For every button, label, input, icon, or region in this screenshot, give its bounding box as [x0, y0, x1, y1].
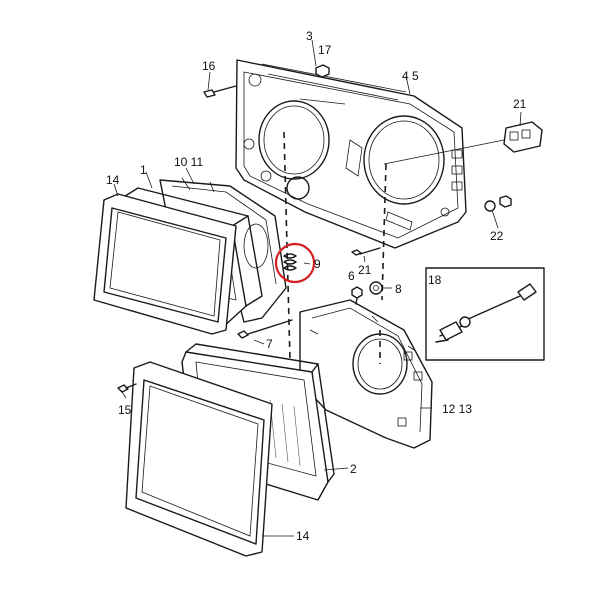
inset-box-18 — [425, 267, 545, 361]
screw-6 — [351, 286, 363, 305]
callout-14-upper: 14 — [106, 173, 120, 187]
grommet-8 — [369, 281, 383, 295]
callout-16: 16 — [202, 59, 216, 73]
callout-3: 3 — [306, 29, 313, 43]
headlamp-housing-lower — [299, 299, 433, 449]
headlamp-frame-upper — [93, 193, 237, 335]
leader-lines — [113, 39, 522, 537]
callout-14-lower: 14 — [296, 529, 310, 543]
headlamp-frame-lower — [125, 361, 273, 557]
screw-21-center — [351, 247, 381, 256]
callout-2: 2 — [350, 462, 357, 476]
callout-6: 6 — [348, 269, 355, 283]
highlight-circle — [274, 242, 316, 284]
nuts-22 — [484, 195, 512, 212]
nut-17 — [315, 64, 330, 78]
callout-4-5: 4 5 — [402, 69, 419, 83]
spring-9 — [283, 253, 297, 271]
callout-12-13: 12 13 — [442, 402, 472, 416]
callout-18: 18 — [428, 273, 442, 287]
bolt-7 — [237, 319, 293, 339]
callout-1: 1 — [140, 163, 147, 177]
callout-15: 15 — [118, 403, 132, 417]
screw-15 — [117, 383, 137, 393]
callout-10-11: 10 11 — [174, 155, 203, 169]
callout-22: 22 — [490, 229, 504, 243]
callout-21-screw: 21 — [358, 263, 372, 277]
screw-16 — [203, 85, 237, 98]
connector-21 — [503, 121, 543, 153]
mounting-panel — [235, 59, 467, 249]
callout-labels: 3 17 16 4 5 21 10 11 1 14 22 9 21 6 18 8… — [106, 29, 527, 543]
callout-17: 17 — [318, 43, 332, 57]
callout-9: 9 — [314, 257, 321, 271]
callout-8: 8 — [395, 282, 402, 296]
callout-21-connector: 21 — [513, 97, 527, 111]
callout-7: 7 — [266, 337, 273, 351]
